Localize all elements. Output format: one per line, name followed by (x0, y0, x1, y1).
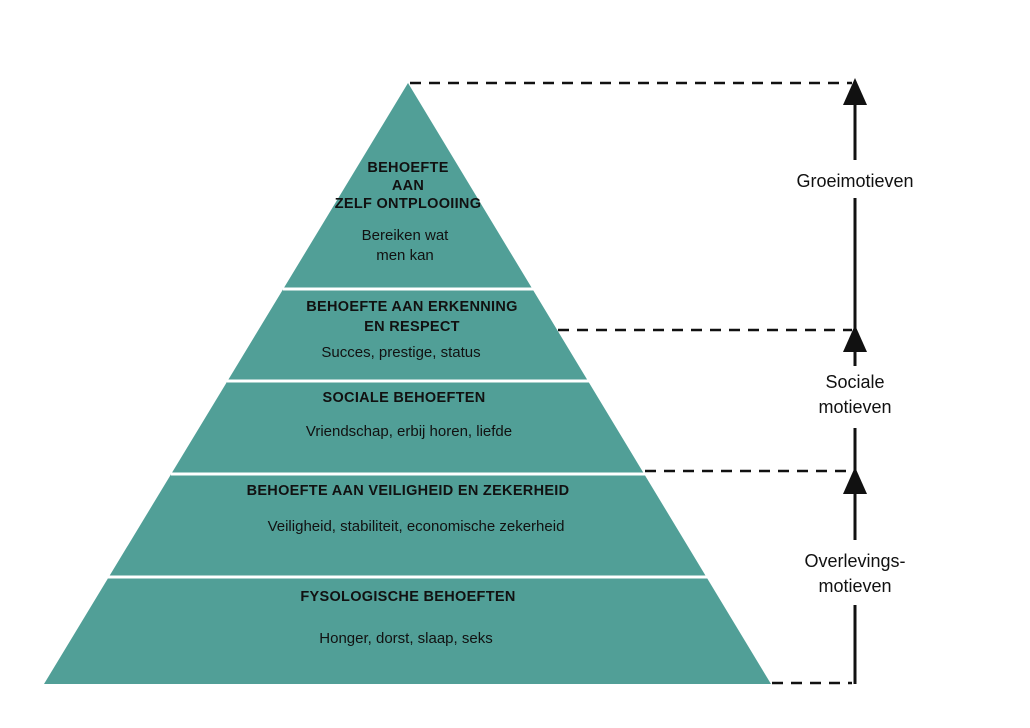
level-title: EN RESPECT (364, 319, 460, 335)
level-title: SOCIALE BEHOEFTEN (323, 390, 486, 406)
level-description: Vriendschap, erbij horen, liefde (306, 423, 512, 440)
level-description: Veiligheid, stabiliteit, economische zek… (268, 518, 565, 535)
level-title: BEHOEFTE AAN ERKENNING (306, 299, 518, 315)
arrow-up-icon (843, 325, 867, 352)
motive-label-overleving: Overlevings- (804, 551, 905, 571)
pyramid-level-zelfontplooiing: BEHOEFTE AAN ZELF ONTPLOOIING Bereiken w… (335, 160, 482, 264)
level-separators (108, 287, 708, 579)
level-title: BEHOEFTE (367, 160, 448, 176)
level-description: men kan (376, 247, 434, 264)
pyramid-body (44, 83, 771, 684)
motive-arrows (843, 78, 867, 494)
motive-label-sociaal: motieven (818, 397, 891, 417)
motive-label-overleving: motieven (818, 576, 891, 596)
arrow-up-icon (843, 78, 867, 105)
motive-labels: Groeimotieven Sociale motieven Overlevin… (796, 171, 913, 596)
pyramid-level-sociale: SOCIALE BEHOEFTEN Vriendschap, erbij hor… (306, 390, 512, 440)
pyramid-level-erkenning: BEHOEFTE AAN ERKENNING EN RESPECT Succes… (306, 299, 518, 361)
level-title: FYSOLOGISCHE BEHOEFTEN (300, 589, 515, 605)
level-description: Succes, prestige, status (321, 344, 480, 361)
level-description: Bereiken wat (362, 227, 450, 244)
pyramid-level-veiligheid: BEHOEFTE AAN VEILIGHEID EN ZEKERHEID Vei… (247, 483, 570, 535)
level-description: Honger, dorst, slaap, seks (319, 630, 492, 647)
motive-label-groei: Groeimotieven (796, 171, 913, 191)
pyramid-level-fysiologisch: FYSOLOGISCHE BEHOEFTEN Honger, dorst, sl… (300, 589, 515, 647)
level-title: BEHOEFTE AAN VEILIGHEID EN ZEKERHEID (247, 483, 570, 499)
level-title: ZELF ONTPLOOIING (335, 196, 482, 212)
motive-label-sociaal: Sociale (825, 372, 884, 392)
level-title: AAN (392, 178, 424, 194)
arrow-up-icon (843, 467, 867, 494)
dashed-connectors (410, 81, 852, 685)
